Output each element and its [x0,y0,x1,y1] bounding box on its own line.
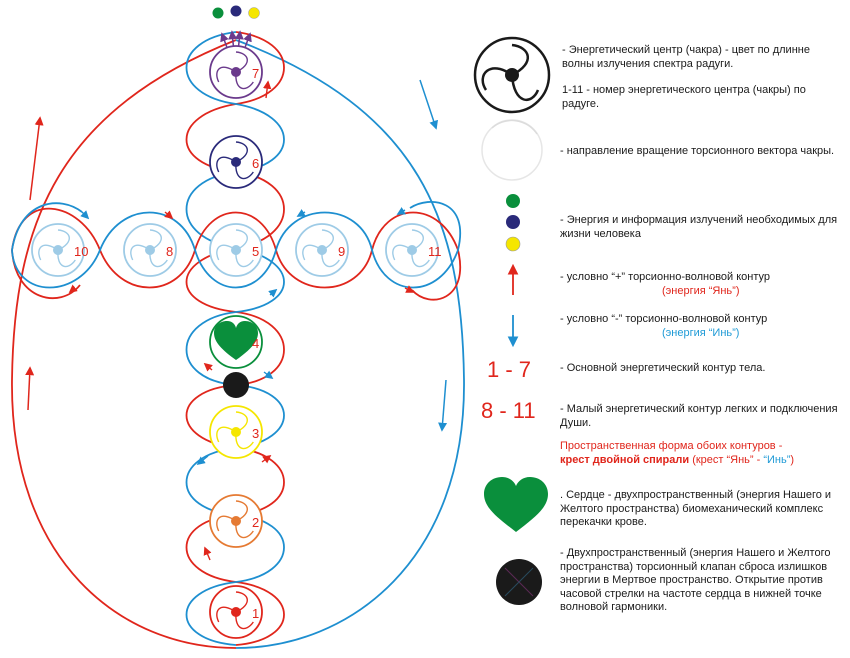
chakra-number-label: 7 [252,66,259,81]
chakra-3: 3 [209,405,263,459]
small-contour-range: 8 - 11 [481,398,536,423]
spatial-close-text: ) [790,453,795,466]
legend-chakra-icon [473,36,551,114]
chakra-9: 9 [295,223,349,277]
legend-valve-line-1: - Двухпространственный (энергия Нашего и… [560,547,831,559]
chakra-number-label: 9 [338,244,345,259]
legend-valve-line-4: часовой стрелки на частоте сердца в нижн… [560,587,822,600]
legend-plus: - условно “+” торсионно-волновой контур … [560,271,770,298]
chakra-number-label: 6 [252,156,259,171]
chakra-center [231,67,241,77]
legend-numbering-line-1: 1-11 - номер энергетического центра (чак… [562,84,806,96]
chakra-number-label: 11 [428,244,442,259]
legend-minus-line-2: (энергия “Инь”) [662,326,740,339]
legend-valve-line-3: энергии в Мертвое пространство. Открытие… [560,574,823,586]
yellow-energy-dot [248,7,260,19]
chakra-center [231,427,241,437]
chakra-11: 11 [385,223,442,277]
chakra-center [231,245,241,255]
vertical-spiral-red [185,31,285,646]
chakra-center [231,157,241,167]
legend-yellow-dot [505,236,521,252]
chakra-number-label: 4 [252,336,259,351]
legend-plus-line-1: - условно “+” торсионно-волновой контур [560,271,771,283]
green-energy-dot [212,7,224,19]
chakra-2: 2 [209,494,263,548]
legend-rotation: - направление вращение торсионного векто… [560,145,835,157]
chakra-number-label: 10 [74,244,88,259]
legend-minus-line-1: - условно “-” торсионно-волновой контур [560,313,768,325]
legend-navy-dot [506,215,520,229]
legend-small-line-2: Души. [560,416,592,429]
spatial-yin-text: “Инь” [763,453,791,466]
chakra-4: 4 [209,315,263,369]
legend-energy-line-2: жизни человека [560,227,641,240]
main-contour-range: 1 - 7 [487,357,532,382]
chakra-center [145,245,155,255]
chakra-1: 1 [209,585,263,639]
chakras-layer: 1 2 3 4 5 6 7 8 9 10 11 [31,45,442,639]
chakra-number-label: 5 [252,244,259,259]
legend-heart-line-1: . Сердце - двухпространственный (энергия… [560,489,832,501]
chakra-number-label: 2 [252,515,259,530]
legend-spatial-line-2: крест двойной спирали (крест “Янь” - “Ин… [560,454,794,468]
chakra-6: 6 [209,135,263,189]
legend-chakra-line-1: - Энергетический центр (чакра) - цвет по… [562,44,810,56]
outer-contour-blue [235,39,465,649]
chakra-center [231,516,241,526]
legend-valve-line-2: пространства) торсионный клапан сброса и… [560,560,828,573]
legend-rotation-icon [481,119,543,181]
legend-heart-line-2: Желтого пространства) биомеханический ко… [560,502,824,515]
legend-heart-icon [484,477,548,532]
legend-minus: - условно “-” торсионно-волновой контур … [560,313,767,340]
legend-small-contour: - Малый энергетический контур легких и п… [560,403,838,430]
chakra-10: 10 [31,223,88,277]
chakra-center [317,245,327,255]
legend-valve-line-5: волновой гармоники. [560,601,668,613]
chakra-7: 7 [209,45,263,99]
legend-spatial-line-1: Пространственная форма обоих контуров - [560,440,783,452]
torsion-valve-icon [223,372,249,398]
legend-spatial-form: Пространственная форма обоих контуров - … [560,440,794,467]
legend-valve: - Двухпространственный (энергия Нашего и… [560,547,830,615]
legend-heart-line-3: перекачки крове. [560,516,647,528]
legend-chakra-desc: - Энергетический центр (чакра) - цвет по… [562,44,810,71]
horizontal-spiral-blue [11,201,461,289]
legend-valve-icon [496,559,542,605]
spatial-open-text: (крест “Янь” - [689,453,764,466]
heart-icon [214,321,258,360]
legend-small-line-1: - Малый энергетический контур легких и п… [560,403,838,415]
legend-chakra-line-2: волны излучения спектра радуги. [562,57,734,70]
outer-blue-arrow [419,79,438,130]
outer-contour-red [11,39,237,649]
vertical-spiral-blue [185,31,285,646]
chakra-8: 8 [123,223,177,277]
legend-numbering-line-2: радуге. [562,97,600,110]
chakra-center [231,607,241,617]
legend-green-dot [506,194,520,208]
legend-energy: - Энергия и информация излучений необход… [560,214,837,241]
chakra-center [407,245,417,255]
chakra-number-label: 3 [252,426,259,441]
outer-red-arrow [29,116,44,201]
chakra-number-label: 1 [252,606,259,621]
chakra-5: 5 [209,223,263,277]
legend-numbering: 1-11 - номер энергетического центра (чак… [562,84,806,111]
legend-plus-line-2: (энергия “Янь”) [662,284,740,297]
legend-heart: . Сердце - двухпространственный (энергия… [560,489,831,530]
legend-main-contour: - Основной энергетический контур тела. [560,362,766,374]
chakra-number-label: 8 [166,244,173,259]
navy-energy-dot [230,5,242,17]
chakra-center [53,245,63,255]
spatial-bold-text: крест двойной спирали [560,453,690,466]
legend-energy-line-1: - Энергия и информация излучений необход… [560,214,838,226]
